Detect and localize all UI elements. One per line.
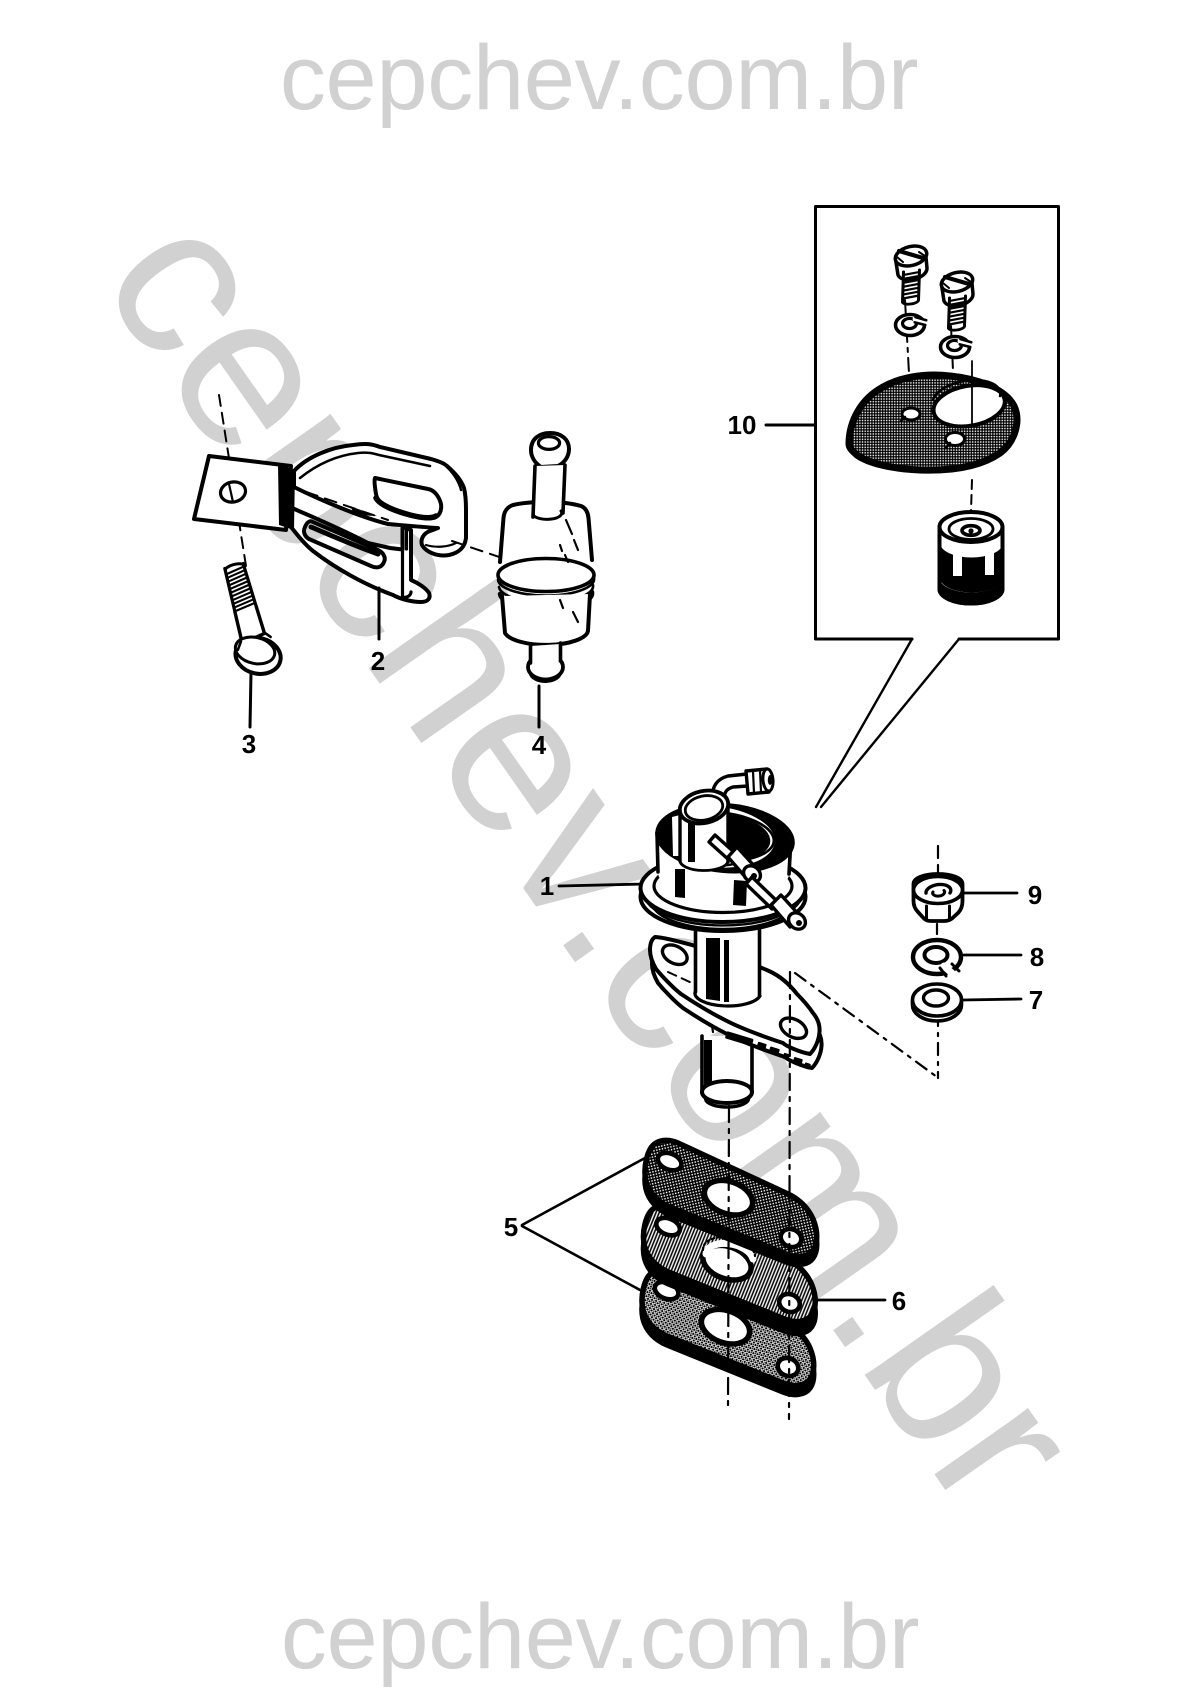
svg-text:1: 1 — [540, 871, 554, 901]
svg-text:2: 2 — [371, 646, 385, 676]
svg-text:cepchev.com.br: cepchev.com.br — [280, 27, 918, 129]
svg-text:8: 8 — [1030, 942, 1044, 972]
svg-text:5: 5 — [504, 1212, 518, 1242]
svg-text:cepchev.com.br: cepchev.com.br — [281, 1586, 919, 1688]
svg-text:3: 3 — [242, 729, 256, 759]
svg-text:4: 4 — [532, 730, 547, 760]
svg-text:7: 7 — [1029, 985, 1043, 1015]
svg-text:6: 6 — [892, 1286, 906, 1316]
svg-text:10: 10 — [728, 410, 757, 440]
svg-text:9: 9 — [1028, 880, 1042, 910]
